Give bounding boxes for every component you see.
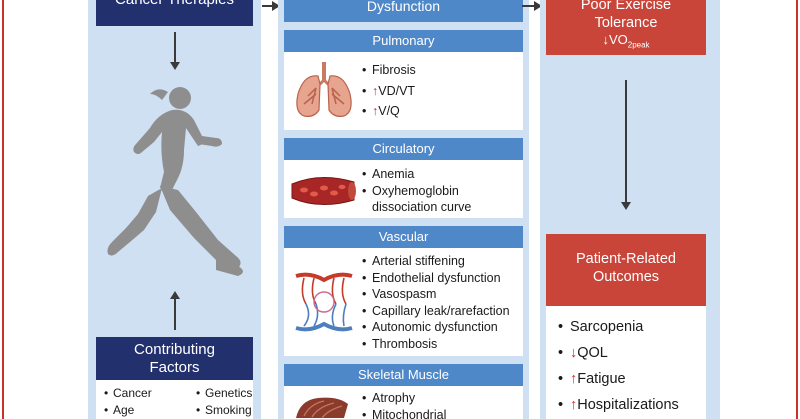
list-item: Capillary leak/rarefaction: [362, 303, 522, 320]
runner-silhouette-icon: [107, 87, 243, 276]
skeletal-muscle-title: Skeletal Muscle: [357, 367, 450, 382]
vascular-list: Arterial stiffening Endothelial dysfunct…: [362, 253, 522, 352]
patient-outcomes-box: Patient-Related Outcomes: [546, 234, 706, 306]
vascular-header: Vascular: [284, 226, 523, 248]
skeletal-muscle-list: Atrophy Mitochondrial: [362, 390, 517, 419]
right-border-rule: [796, 0, 798, 419]
tolerance-line-2: Tolerance: [594, 15, 658, 31]
circulatory-title: Circulatory: [372, 141, 435, 156]
center-column: Dysfunction Pulmonary Fibrosis ↑VD/VT ↑V…: [278, 0, 529, 419]
factor-item: Smoking: [196, 402, 266, 419]
circulatory-panel: Anemia Oxyhemoglobin dissociation curve: [284, 160, 523, 218]
vascular-panel: Arterial stiffening Endothelial dysfunct…: [284, 248, 523, 356]
pulmonary-header: Pulmonary: [284, 30, 523, 52]
right-column: Poor Exercise Tolerance ↓VO2peak Patient…: [540, 0, 712, 419]
list-item: Fibrosis: [362, 62, 517, 79]
arrow-factors-up: [174, 298, 176, 330]
skeletal-muscle-header: Skeletal Muscle: [284, 364, 523, 386]
vascular-title: Vascular: [378, 229, 429, 244]
arrow-therapies-down: [174, 32, 176, 64]
arrow-factors-up-head: [170, 291, 180, 299]
right-column-edge: [712, 0, 720, 419]
list-item: Anemia: [362, 166, 517, 183]
dysfunction-title: Dysfunction: [366, 0, 441, 14]
circulatory-header: Circulatory: [284, 138, 523, 160]
list-item: ↓QOL: [558, 340, 703, 366]
patient-outcomes-list: Sarcopenia ↓QOL ↑Fatigue ↑Hospitalizatio…: [558, 314, 703, 418]
list-item: Arterial stiffening: [362, 253, 522, 270]
list-item: ↑Fatigue: [558, 366, 703, 392]
lungs-icon: [296, 62, 352, 117]
arrow-to-tolerance: [522, 5, 536, 7]
contributing-factors-title: Contributing Factors: [134, 341, 215, 376]
factor-item: Age: [104, 402, 196, 419]
arrow-therapies-down-head: [170, 62, 180, 70]
patient-outcomes-title: Patient-Related Outcomes: [576, 251, 676, 285]
dysfunction-header: Dysfunction: [284, 0, 523, 22]
contributing-factors-list: Cancer Genetics Age Smoking: [96, 380, 253, 419]
list-item: ↑V/Q: [362, 103, 517, 120]
list-item: ↑Hospitalizations: [558, 392, 703, 418]
blood-vessel-icon: [291, 176, 356, 206]
cancer-therapies-label: Cancer Therapies: [96, 0, 253, 8]
exercise-tolerance-box: Poor Exercise Tolerance ↓VO2peak: [546, 0, 706, 55]
contributing-factors-box: Contributing Factors: [96, 337, 253, 380]
list-item: Oxyhemoglobin dissociation curve: [362, 183, 517, 216]
pulmonary-panel: Fibrosis ↑VD/VT ↑V/Q: [284, 52, 523, 130]
list-item: Thrombosis: [362, 336, 522, 353]
arrow-to-dysfunction-head: [272, 1, 280, 11]
left-column: Cancer Therapies Contributing Factors Ca…: [88, 0, 261, 419]
arrow-to-outcomes-head: [621, 202, 631, 210]
muscle-fiber-icon: [296, 397, 348, 419]
list-item: Autonomic dysfunction: [362, 319, 522, 336]
capillary-network-icon: [295, 272, 353, 332]
tolerance-vo2: ↓VO2peak: [602, 32, 650, 50]
list-item: Sarcopenia: [558, 314, 703, 340]
arrow-to-dysfunction: [262, 5, 274, 7]
list-item: Mitochondrial: [362, 407, 517, 419]
factor-item: Cancer: [104, 385, 196, 402]
list-item: Vasospasm: [362, 286, 522, 303]
left-border-rule: [2, 0, 4, 419]
list-item: Atrophy: [362, 390, 517, 407]
patient-outcomes-list-panel: Sarcopenia ↓QOL ↑Fatigue ↑Hospitalizatio…: [546, 306, 706, 419]
arrow-to-outcomes: [625, 80, 627, 204]
circulatory-list: Anemia Oxyhemoglobin dissociation curve: [362, 166, 517, 216]
arrow-to-tolerance-head: [534, 1, 542, 11]
pulmonary-title: Pulmonary: [372, 33, 435, 48]
list-item: ↑VD/VT: [362, 83, 517, 100]
pulmonary-list: Fibrosis ↑VD/VT ↑V/Q: [362, 62, 517, 120]
factor-item: Genetics: [196, 385, 266, 402]
tolerance-line-1: Poor Exercise: [580, 0, 672, 13]
skeletal-muscle-panel: Atrophy Mitochondrial: [284, 386, 523, 419]
list-item: Endothelial dysfunction: [362, 270, 522, 287]
cancer-therapies-box: Cancer Therapies: [96, 0, 253, 26]
